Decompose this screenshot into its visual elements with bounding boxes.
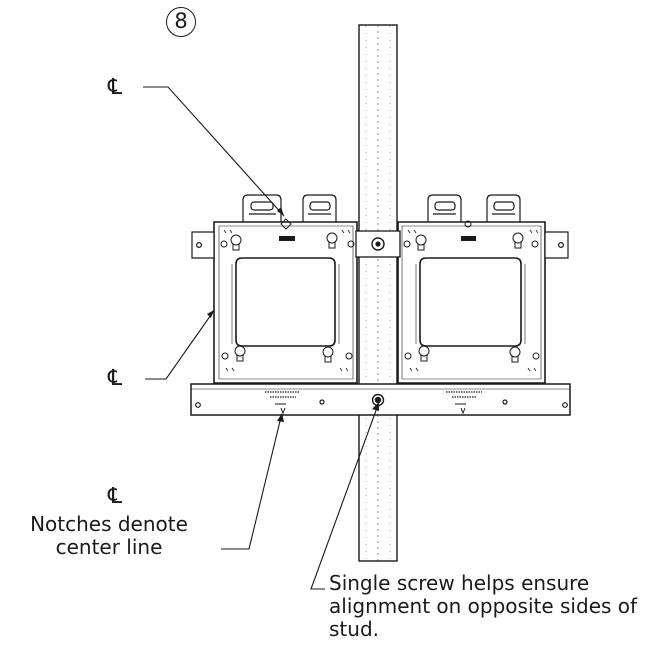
centerline-symbol-notches: ℄ bbox=[108, 484, 123, 509]
centerline-symbol-top: ℄ bbox=[108, 75, 123, 100]
right-top-tab-1 bbox=[427, 194, 462, 222]
left-box-bracket bbox=[191, 194, 358, 384]
stud-clamp bbox=[355, 230, 401, 258]
left-top-tab-1 bbox=[242, 194, 282, 222]
left-keyhole-slots bbox=[220, 232, 355, 363]
screw-callout-text: Single screw helps ensure alignment on o… bbox=[329, 571, 638, 641]
notches-callout-text: Notches denote center line bbox=[30, 512, 188, 559]
leader-lines bbox=[143, 86, 379, 590]
support-bar bbox=[190, 383, 571, 416]
step-number-badge: 8 bbox=[166, 7, 196, 37]
wood-stud bbox=[358, 24, 398, 562]
right-keyhole-slots bbox=[403, 232, 540, 363]
centerline-symbol-middle: ℄ bbox=[108, 366, 123, 391]
left-top-tab-2 bbox=[302, 194, 337, 222]
right-box-bracket bbox=[397, 194, 569, 384]
right-top-tab-2 bbox=[486, 194, 521, 222]
